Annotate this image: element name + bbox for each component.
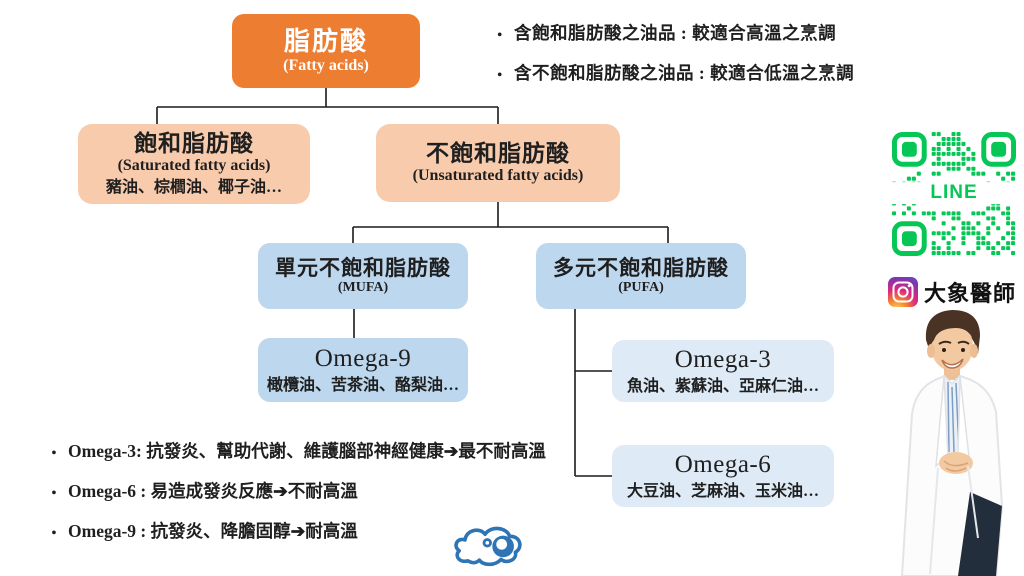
omega-desc: : 抗發炎、降膽固醇➔耐高溫 [136,521,358,541]
list-item: • Omega-6 : 易造成發炎反應➔不耐高溫 [40,478,600,503]
node-omega9: Omega-9 橄欖油、苦茶油、酪梨油… [258,338,468,402]
node-title: 脂肪酸 [283,26,368,56]
bullet-dot: • [51,486,57,501]
node-examples: 橄欖油、苦茶油、酪梨油… [266,376,459,394]
node-subtitle: (Saturated fatty acids) [117,157,271,175]
list-item: • Omega-3: 抗發炎、幫助代謝、維護腦部神經健康➔最不耐高溫 [40,438,600,463]
node-title: Omega-9 [314,344,412,372]
note-text: 含不飽和脂肪酸之油品 : 較適合低溫之烹調 [514,63,855,83]
omega-term: Omega-9 [68,521,137,541]
elephant-cloud-logo-icon [454,526,522,567]
node-title: 飽和脂肪酸 [134,130,254,156]
node-subtitle: (Unsaturated fatty acids) [412,167,584,185]
node-subtitle: (Fatty acids) [283,56,369,74]
node-pufa: 多元不飽和脂肪酸 (PUFA) [536,243,746,309]
omega-desc: : 抗發炎、幫助代謝、維護腦部神經健康➔最不耐高溫 [136,441,546,461]
omega-term: Omega-6 [68,481,137,501]
omega-term: Omega-3 [68,441,137,461]
node-title: 不飽和脂肪酸 [426,140,570,166]
node-unsaturated: 不飽和脂肪酸 (Unsaturated fatty acids) [376,124,620,202]
instagram-handle-row: 大象醫師 [888,276,1016,308]
node-examples: 豬油、棕櫚油、椰子油… [105,178,282,196]
node-fatty-acids: 脂肪酸 (Fatty acids) [232,14,420,88]
node-examples: 魚油、紫蘇油、亞麻仁油… [626,377,819,395]
node-examples: 大豆油、芝麻油、玉米油… [626,482,819,500]
line-qr-code: LINE [892,132,1016,256]
node-title: Omega-6 [674,450,772,478]
node-saturated: 飽和脂肪酸 (Saturated fatty acids) 豬油、棕櫚油、椰子油… [78,124,310,204]
line-label: LINE [892,182,1016,205]
bullet-dot: • [497,68,503,83]
node-subtitle: (PUFA) [618,280,664,296]
list-item: • Omega-9 : 抗發炎、降膽固醇➔耐高溫 [40,518,600,543]
node-title: Omega-3 [674,345,772,373]
list-item: • 含飽和脂肪酸之油品 : 較適合高溫之烹調 [486,20,916,45]
bullet-dot: • [51,526,57,541]
bullet-dot: • [51,446,57,461]
list-item: • 含不飽和脂肪酸之油品 : 較適合低溫之烹調 [486,60,916,85]
bullet-dot: • [497,28,503,43]
node-omega6: Omega-6 大豆油、芝麻油、玉米油… [612,445,834,507]
node-title: 多元不飽和脂肪酸 [553,255,729,280]
instagram-handle: 大象醫師 [924,281,1017,306]
note-text: 含飽和脂肪酸之油品 : 較適合高溫之烹調 [514,23,837,43]
omega-desc: : 易造成發炎反應➔不耐高溫 [136,481,358,501]
instagram-icon [888,277,918,307]
node-mufa: 單元不飽和脂肪酸 (MUFA) [258,243,468,309]
node-subtitle: (MUFA) [337,280,389,296]
node-omega3: Omega-3 魚油、紫蘇油、亞麻仁油… [612,340,834,402]
doctor-photo [900,310,1004,576]
cooking-notes-list: • 含飽和脂肪酸之油品 : 較適合高溫之烹調 • 含不飽和脂肪酸之油品 : 較適… [486,20,916,100]
node-title: 單元不飽和脂肪酸 [275,255,451,280]
omega-notes-list: • Omega-3: 抗發炎、幫助代謝、維護腦部神經健康➔最不耐高溫 • Ome… [40,438,600,558]
